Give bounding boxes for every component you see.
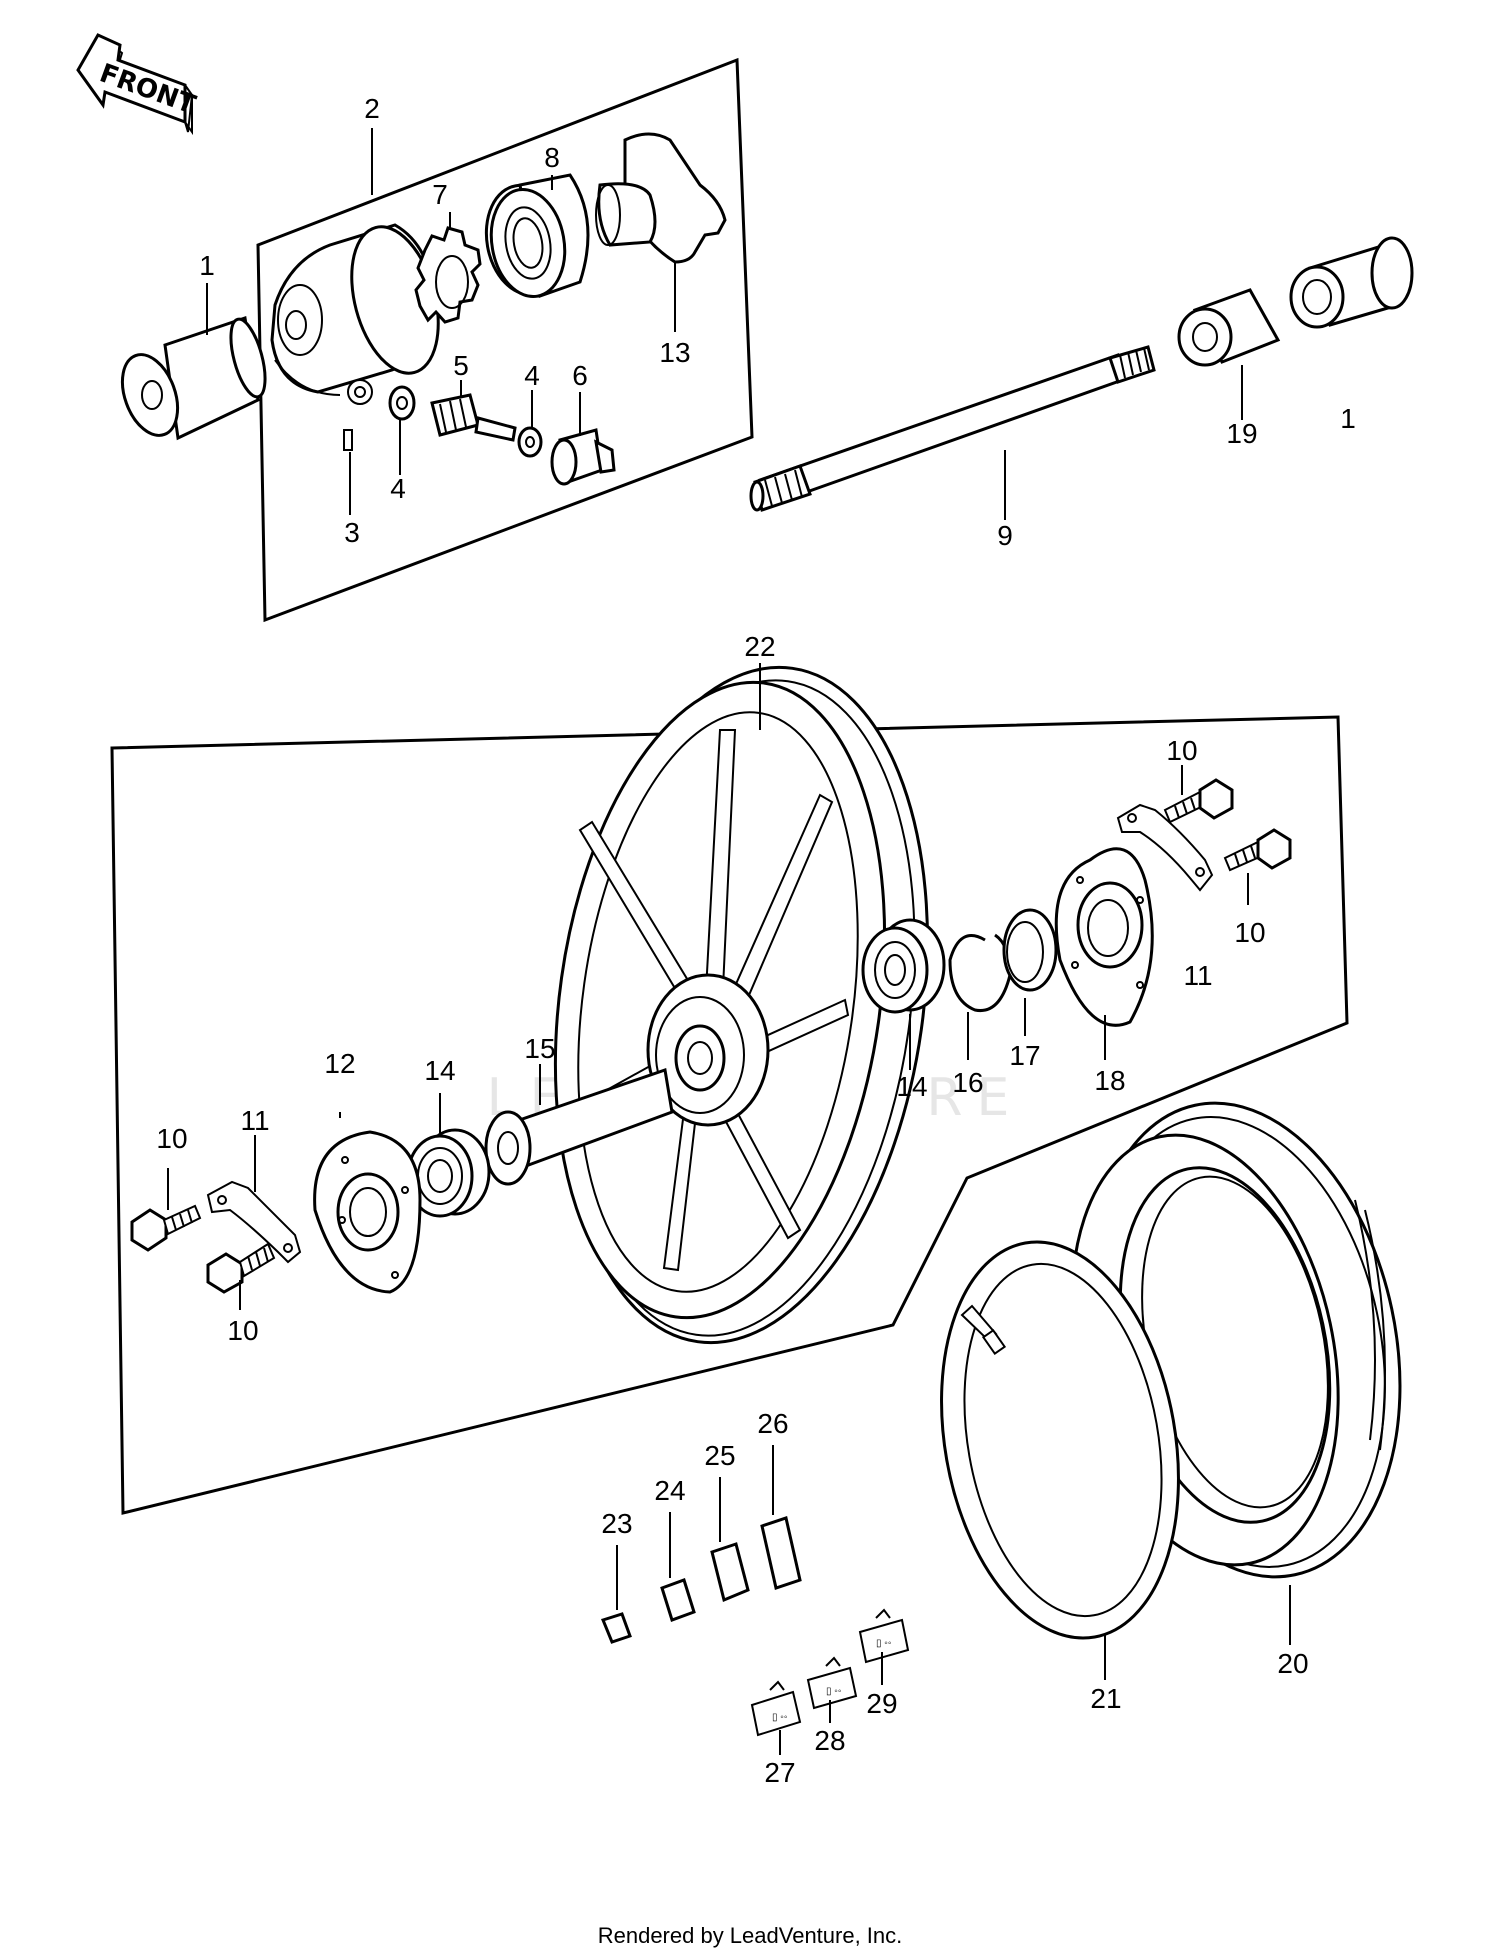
callout-5: 5 — [453, 350, 469, 381]
part-21-inner-tube — [940, 1240, 1180, 1640]
part-16-circlip — [948, 933, 1012, 1013]
callout-23: 23 — [601, 1508, 632, 1539]
callout-13: 13 — [659, 337, 690, 368]
callout-18: 18 — [1094, 1065, 1125, 1096]
svg-text:▯ ◦◦: ▯ ◦◦ — [772, 1712, 787, 1723]
leader-lines — [167, 128, 1291, 1755]
callout-21: 21 — [1090, 1683, 1121, 1714]
part-17-grease-seal — [1002, 908, 1058, 992]
part-9-axle — [749, 345, 1156, 512]
callout-labels: 2 1 7 8 13 5 4 6 3 4 9 19 1 22 10 10 11 … — [156, 93, 1355, 1788]
callout-9: 9 — [997, 520, 1013, 551]
callout-10-top-right: 10 — [1166, 735, 1197, 766]
part-7-drive-gear — [414, 226, 482, 324]
callout-28: 28 — [814, 1725, 845, 1756]
part-26-pad — [760, 1516, 802, 1590]
part-8-oil-seal — [484, 173, 590, 299]
part-3-pin — [343, 429, 353, 451]
part-4-washer-left — [388, 385, 416, 421]
part-23-pad — [600, 1612, 632, 1644]
callout-1-right: 1 — [1340, 403, 1356, 434]
callout-20: 20 — [1277, 1648, 1308, 1679]
callout-27: 27 — [764, 1757, 795, 1788]
svg-text:▯ ◦◦: ▯ ◦◦ — [826, 1686, 841, 1697]
group-frame-2 — [256, 57, 754, 623]
part-22-cast-wheel — [553, 665, 930, 1345]
callout-25: 25 — [704, 1440, 735, 1471]
callout-10-mid-right: 10 — [1234, 917, 1265, 948]
callout-19: 19 — [1226, 418, 1257, 449]
part-15-distance-collar — [484, 1068, 674, 1186]
callout-8: 8 — [544, 142, 560, 173]
part-10-bolt-right-lower — [1223, 828, 1292, 872]
callout-24: 24 — [654, 1475, 685, 1506]
part-24-pad — [660, 1578, 696, 1622]
group-frame-22 — [110, 715, 1349, 1515]
part-4-washer-right — [517, 426, 543, 458]
part-10-bolt-right-upper — [1163, 778, 1234, 824]
part-13-speedometer-cover — [595, 132, 727, 264]
callout-22: 22 — [744, 631, 775, 662]
callout-15: 15 — [524, 1033, 555, 1064]
callout-26: 26 — [757, 1408, 788, 1439]
part-1-collar-right — [1289, 236, 1414, 329]
front-arrow-icon: FRONT — [76, 33, 200, 136]
callout-12: 12 — [324, 1048, 355, 1079]
footer-credit: Rendered by LeadVenture, Inc. — [598, 1923, 903, 1948]
part-6-bushing — [550, 428, 616, 486]
callout-10-left-upper: 10 — [156, 1123, 187, 1154]
callout-6: 6 — [572, 360, 588, 391]
callout-17: 17 — [1009, 1040, 1040, 1071]
part-11-lock-plate-right — [1116, 803, 1214, 892]
callout-7: 7 — [432, 179, 448, 210]
part-29-brake-pad: ▯ ◦◦ — [858, 1608, 910, 1664]
callout-1-left: 1 — [199, 250, 215, 281]
part-18-disc-plate-right — [1054, 847, 1154, 1027]
callout-4-left: 4 — [390, 473, 406, 504]
speedometer-gear-housing — [270, 223, 440, 405]
part-12-brake-disc-plate — [313, 1130, 422, 1294]
part-25-pad — [710, 1542, 750, 1603]
part-5-pinion-shaft — [430, 393, 517, 442]
callout-14-right: 14 — [896, 1071, 927, 1102]
callout-4-right: 4 — [524, 360, 540, 391]
svg-text:▯ ◦◦: ▯ ◦◦ — [876, 1638, 891, 1649]
callout-11-left: 11 — [240, 1105, 269, 1136]
callout-2: 2 — [364, 93, 380, 124]
part-19-spacer — [1177, 288, 1281, 367]
callout-10-left-lower: 10 — [227, 1315, 258, 1346]
callout-16: 16 — [952, 1067, 983, 1098]
callout-11-right: 11 — [1183, 960, 1212, 991]
callout-14-left: 14 — [424, 1055, 455, 1086]
part-10-bolt-left-upper — [130, 1204, 202, 1252]
callout-3: 3 — [344, 517, 360, 548]
part-11-lock-plate-left — [206, 1180, 302, 1264]
part-14-bearing-right — [861, 918, 946, 1014]
part-10-bolt-left-lower — [206, 1242, 276, 1294]
front-arrow-label: FRONT — [96, 58, 200, 120]
part-28-brake-pad: ▯ ◦◦ — [806, 1656, 858, 1710]
part-14-bearing-left — [406, 1128, 491, 1218]
part-1-collar-left — [120, 316, 267, 441]
part-27-brake-pad: ▯ ◦◦ — [750, 1680, 802, 1737]
callout-29: 29 — [866, 1688, 897, 1719]
